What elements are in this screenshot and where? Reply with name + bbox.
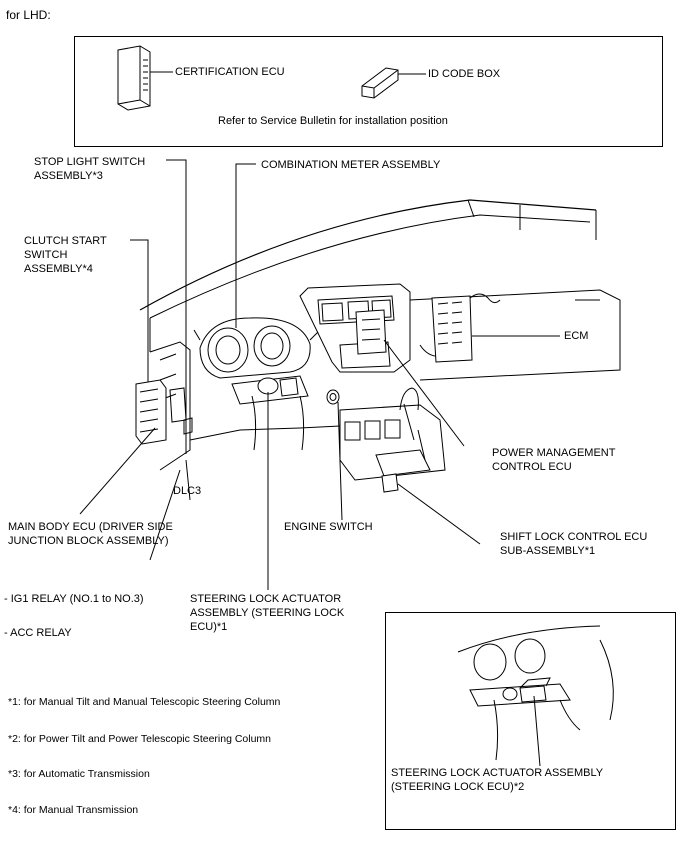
power-management-ecu-icon	[355, 309, 465, 447]
page-title: for LHD:	[6, 8, 51, 22]
label-certification-ecu: CERTIFICATION ECU	[175, 66, 285, 78]
label-id-code-box: ID CODE BOX	[428, 68, 501, 80]
label-ig1-relay: - IG1 RELAY (NO.1 to NO.3)	[4, 593, 144, 605]
footnote-3: *3: for Automatic Transmission	[8, 768, 150, 780]
engine-switch-icon	[326, 389, 343, 521]
ecm-icon	[431, 293, 560, 363]
label-ecm: ECM	[564, 330, 589, 342]
main-body-ecu-icon	[135, 372, 167, 445]
label-combination-meter: COMBINATION METER ASSEMBLY	[261, 159, 441, 171]
footnote-1: *1: for Manual Tilt and Manual Telescopi…	[8, 696, 281, 708]
shift-lock-ecu-icon	[381, 473, 481, 545]
id-code-box-icon	[361, 67, 426, 99]
label-engine-switch: ENGINE SWITCH	[284, 521, 373, 533]
label-dlc3: DLC3	[173, 485, 202, 497]
combination-meter-icon	[193, 317, 319, 379]
certification-ecu-icon	[117, 45, 173, 111]
footnote-4: *4: for Manual Transmission	[8, 804, 139, 816]
footnote-2: *2: for Power Tilt and Power Telescopic …	[8, 733, 272, 745]
label-acc-relay: - ACC RELAY	[4, 627, 72, 639]
reference-box	[74, 36, 663, 147]
service-bulletin-note: Refer to Service Bulletin for installati…	[218, 115, 448, 127]
steering-column-icon	[231, 375, 309, 451]
label-steering-lock-actuator-2: STEERING LOCK ACTUATOR ASSEMBLY(STEERING…	[391, 767, 604, 793]
inset-box	[385, 612, 676, 830]
